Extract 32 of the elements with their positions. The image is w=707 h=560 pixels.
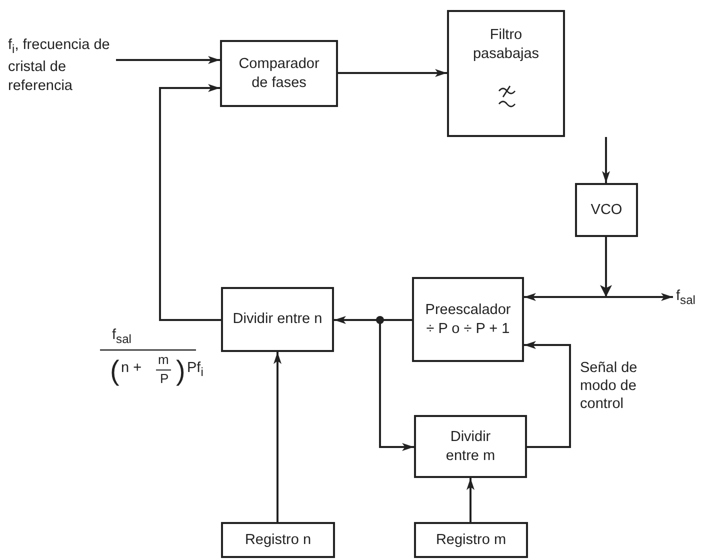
formula-text: m [158,353,169,368]
formula-text: f$_{sal}$ [112,328,132,346]
arrow [116,56,220,64]
arrow [338,69,447,77]
arrow [602,137,610,183]
arrow [159,84,221,321]
process-box [414,415,527,478]
parenthesis: ( [110,356,120,387]
process-box [412,277,524,362]
process-box [221,287,334,352]
formula-text: n + [121,361,142,377]
input-label: f$_{i}$, frecuencia de cristal de referencia [8,36,120,96]
box-label: Registro n [244,530,312,550]
box-label: Dividir entre n [232,310,322,329]
formula-text: Pf$_{i}$ [187,361,204,380]
box-label: Comparador de fases [238,54,320,92]
box-label: VCO [590,200,622,220]
box-label: Filtro pasabajas [472,26,540,64]
arrow [466,478,474,522]
process-box [447,10,565,137]
formula-text: P [160,372,169,386]
process-box [575,183,638,237]
process-box [221,522,335,558]
box-label: Registro m [436,530,506,550]
parenthesis: ) [176,356,186,387]
arrow [524,341,571,448]
box-label: Preescalador ÷ P o ÷ P + 1 [424,300,512,338]
process-box [414,522,528,558]
output-label: f$_{sal}$ [676,287,706,309]
box-label: Dividir entre m [444,428,496,466]
arrow [274,352,282,522]
process-box [220,40,338,107]
